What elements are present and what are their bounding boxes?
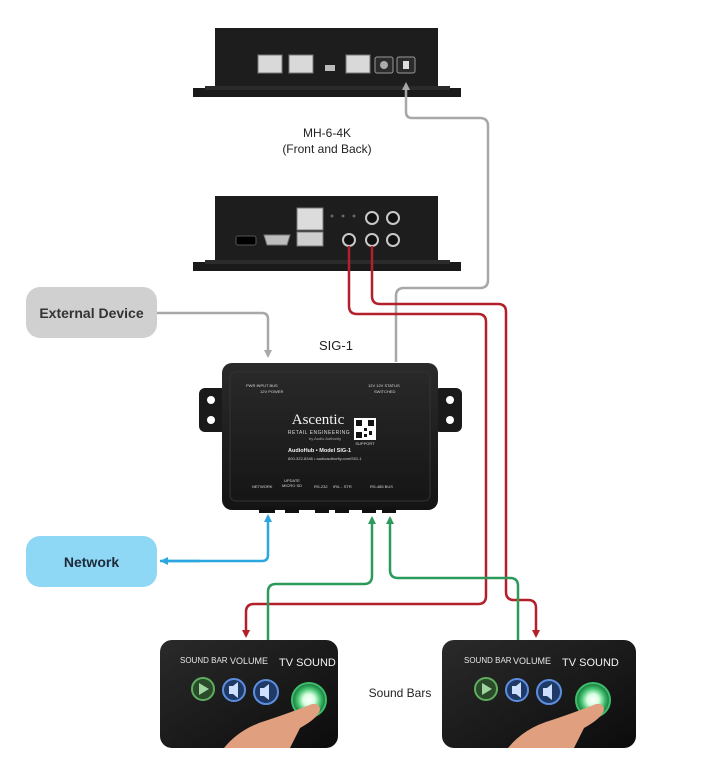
usb-port-icon bbox=[296, 231, 324, 247]
external-device-box bbox=[26, 287, 157, 338]
audio-cable-right bbox=[370, 246, 540, 638]
rj45-port-icon bbox=[345, 54, 371, 74]
port-label-rs485: RS-485 BUS bbox=[370, 484, 393, 489]
soundbar-cable-left bbox=[266, 516, 376, 640]
micro-sd-slot-icon bbox=[235, 235, 257, 246]
port-label-update: UPDATE MICRO SD bbox=[282, 478, 302, 488]
finger-icon bbox=[508, 703, 604, 748]
audio-jack-icon bbox=[365, 233, 379, 247]
mh-note-label: (Front and Back) bbox=[282, 142, 372, 156]
sig-byline: by Audio Authority bbox=[308, 436, 342, 441]
sig-top-right-ports: 12V 12V STATUS bbox=[368, 383, 400, 388]
sound-bar-panel-left bbox=[160, 640, 338, 748]
audio-jack-icon bbox=[386, 233, 400, 247]
port-label-network: NETWORK bbox=[252, 484, 273, 489]
rj45-port-icon bbox=[288, 54, 314, 74]
port-label-rs232: RS-232 bbox=[314, 484, 328, 489]
audio-jack-icon bbox=[386, 211, 400, 225]
sig-top-right-sub: SWITCHED bbox=[374, 389, 396, 394]
sig-label: SIG-1 bbox=[319, 338, 353, 353]
mh-6-4k-back bbox=[193, 28, 461, 97]
sound-bars-label: Sound Bars bbox=[368, 686, 432, 700]
network-cable bbox=[160, 514, 272, 563]
audio-jack-icon bbox=[365, 211, 379, 225]
rj45-port-icon bbox=[257, 54, 283, 74]
port-label-ir: IR/L - STR bbox=[333, 484, 352, 489]
panel-right-tvsound-label: TV SOUND bbox=[562, 657, 619, 669]
panel-right-soundbar-label: SOUND BAR bbox=[464, 656, 512, 665]
sig-tagline: RETAIL ENGINEERING bbox=[287, 430, 351, 436]
audio-jack-icon bbox=[342, 233, 356, 247]
sig-support-line: 800-322-8346 • audioauthority.com/SIG-1 bbox=[288, 456, 362, 461]
network-box bbox=[26, 536, 157, 587]
ethernet-port-icon bbox=[296, 207, 324, 231]
hdmi-port-icon bbox=[263, 234, 291, 246]
finger-icon bbox=[224, 703, 320, 748]
qr-code-icon bbox=[354, 418, 376, 440]
ir-jack-icon bbox=[403, 61, 409, 69]
panel-left-volume-label: VOLUME bbox=[230, 656, 269, 666]
mh-model-label: MH-6-4K bbox=[302, 126, 351, 140]
sig-top-left-sub: 12V POWER bbox=[260, 389, 284, 394]
mounting-ear-right bbox=[434, 388, 462, 432]
panel-left-soundbar-label: SOUND BAR bbox=[180, 656, 228, 665]
network-label: Network bbox=[63, 553, 120, 570]
soundbar-cable-right bbox=[386, 516, 520, 640]
audio-cable-left bbox=[242, 246, 488, 638]
ir-control-cable bbox=[394, 82, 490, 362]
external-device-label: External Device bbox=[39, 304, 144, 321]
sig-top-left-ports: PWR INPUT BUS bbox=[246, 383, 278, 388]
mh-6-4k-front bbox=[193, 196, 461, 271]
sig-1-device bbox=[199, 363, 462, 513]
mounting-ear-left bbox=[199, 388, 227, 432]
qr-caption: SUPPORT bbox=[355, 441, 375, 446]
panel-right-volume-label: VOLUME bbox=[513, 656, 552, 666]
sig-model-line: AudioHub • Model SIG-1 bbox=[288, 448, 352, 454]
sound-bar-panel-right bbox=[442, 640, 636, 748]
panel-left-tvsound-label: TV SOUND bbox=[279, 657, 336, 669]
external-device-cable bbox=[157, 311, 272, 358]
power-jack-icon bbox=[380, 61, 388, 69]
sig-brand: Ascentic bbox=[291, 412, 345, 428]
